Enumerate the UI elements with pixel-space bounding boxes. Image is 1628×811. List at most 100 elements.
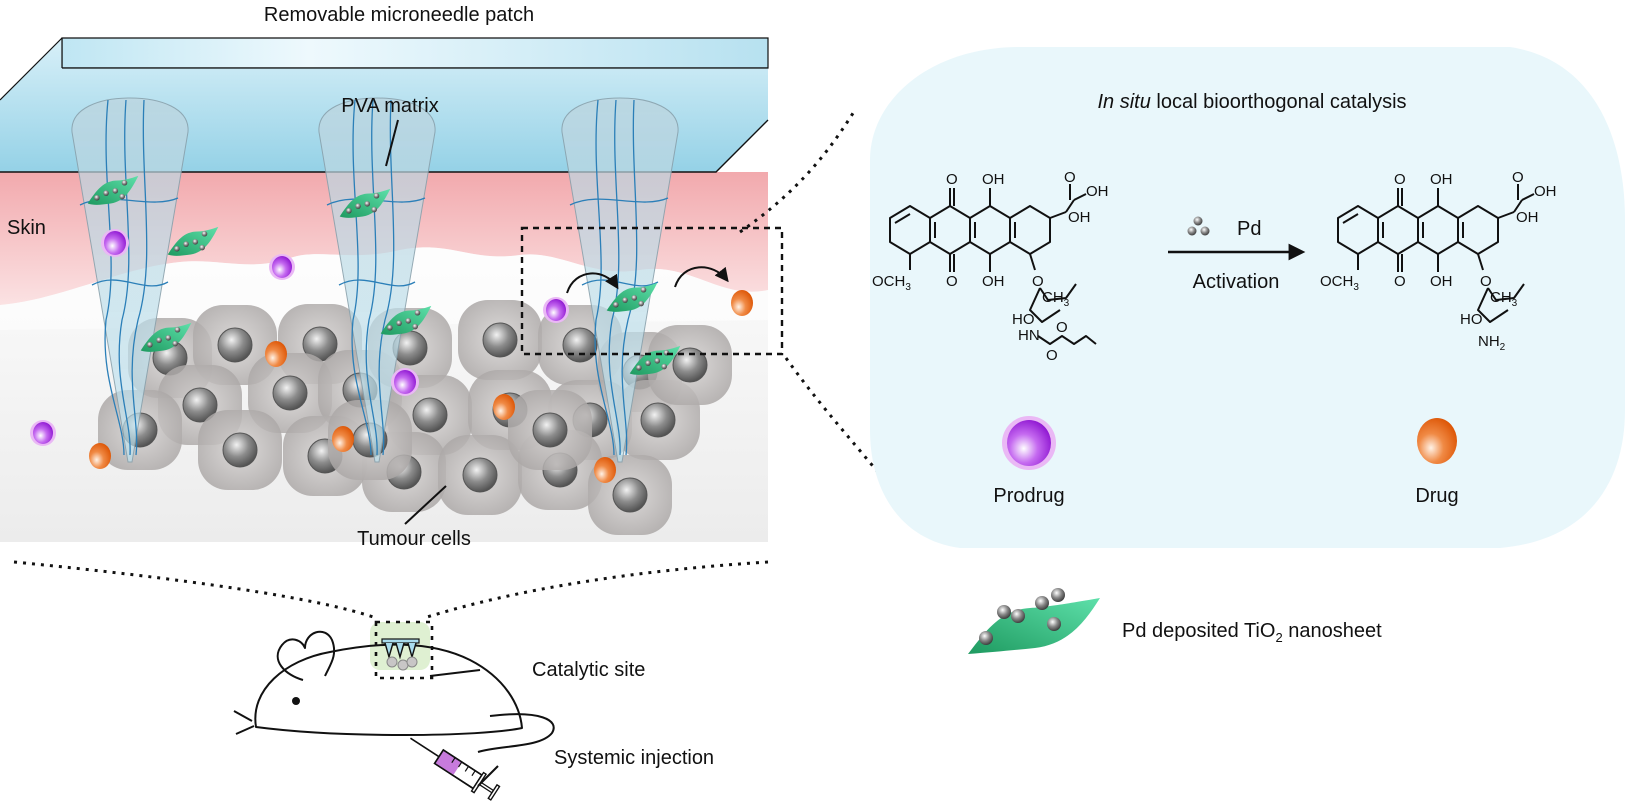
chem-bond xyxy=(1039,283,1077,301)
polymer-chain xyxy=(351,99,372,456)
drug-particle xyxy=(731,290,753,316)
drug-legend-icon xyxy=(1417,418,1457,464)
cell-nucleus xyxy=(182,387,218,423)
chem-bond xyxy=(1049,211,1067,219)
catalytic-site-box xyxy=(374,620,434,680)
chem-atom-label: HO xyxy=(1012,311,1035,328)
nanosheet-legend-icon xyxy=(968,588,1100,654)
chem-bond xyxy=(1487,283,1525,301)
nanosheet-icon xyxy=(606,282,658,312)
chem-atom-label: OCH3 xyxy=(872,273,911,293)
chem-bond xyxy=(894,213,911,224)
chem-bond xyxy=(969,205,1011,255)
pd-particle xyxy=(1047,617,1061,631)
panel-title: In situ local bioorthogonal catalysis xyxy=(1097,91,1406,113)
chem-atom-label: OH xyxy=(982,171,1005,188)
tumour-leader-line xyxy=(404,485,447,525)
polymer-chain xyxy=(118,99,131,456)
pd-particle xyxy=(997,605,1011,619)
chem-atom-label: O xyxy=(946,273,958,290)
chem-atom-label: HN xyxy=(1018,327,1040,344)
chem-bond xyxy=(1377,205,1419,255)
cell-nucleus xyxy=(272,375,308,411)
chem-atom-label: OCH3 xyxy=(1320,273,1359,293)
tumour-cell xyxy=(648,325,732,405)
microneedle xyxy=(561,97,679,463)
prodrug-legend-icon xyxy=(1007,420,1051,466)
drug-label: Drug xyxy=(1415,485,1458,507)
injection-leader-line xyxy=(477,765,499,787)
cell-nucleus xyxy=(412,397,448,433)
chem-bond xyxy=(1342,213,1359,224)
cell-nucleus xyxy=(612,477,648,513)
patch-title: Removable microneedle patch xyxy=(264,4,534,26)
nanosheet-icon xyxy=(167,226,219,256)
chem-bond xyxy=(1521,193,1535,201)
chem-atom-label: O xyxy=(1056,319,1068,336)
mouse-ear xyxy=(276,630,336,681)
chem-atom-label: OH xyxy=(982,273,1005,290)
mouse-illustration xyxy=(233,620,555,801)
catalytic-site-label: Catalytic site xyxy=(532,659,645,681)
tumour-cell xyxy=(508,390,592,470)
polymer-chain xyxy=(365,99,378,456)
catalyst-label: Pd xyxy=(1237,218,1261,240)
cell-nucleus xyxy=(462,457,498,493)
pd-catalyst-icon xyxy=(1187,216,1210,236)
cell-nucleus xyxy=(217,327,253,363)
chem-atom-label: HO xyxy=(1460,311,1483,328)
chem-atom-label: O xyxy=(1512,169,1524,186)
chem-bond xyxy=(1477,287,1509,323)
syringe-icon xyxy=(410,737,501,801)
chem-bond xyxy=(1457,205,1499,255)
chem-atom-label: OH xyxy=(1086,183,1109,200)
chem-atom-label: CH3 xyxy=(1042,289,1070,309)
chem-bond xyxy=(1029,287,1061,323)
mouse-eye xyxy=(292,697,300,705)
nanosheet-icon xyxy=(380,305,432,335)
cell-nucleus xyxy=(482,322,518,358)
cell-nucleus xyxy=(672,347,708,383)
drug-particle xyxy=(332,426,354,452)
prodrug-particle xyxy=(101,229,129,257)
chem-bond xyxy=(1065,199,1075,213)
nanosheet-icon xyxy=(87,175,139,205)
chem-atom-label: NH2 xyxy=(1478,333,1506,353)
tumour-cells-label: Tumour cells xyxy=(357,528,471,550)
chem-atom-label: OH xyxy=(1534,183,1557,200)
pva-leader-line xyxy=(385,119,399,167)
cell-nucleus xyxy=(532,412,568,448)
chem-atom-label: OH xyxy=(1068,209,1091,226)
pd-particle xyxy=(979,631,993,645)
prodrug-particle xyxy=(30,420,56,446)
drug-particle xyxy=(493,394,515,420)
tumour-cell xyxy=(198,410,282,490)
prodrug-particle xyxy=(269,254,295,280)
polymer-chain xyxy=(104,99,125,456)
mouse-whiskers xyxy=(233,710,255,735)
cell-nucleus xyxy=(562,327,598,363)
particles xyxy=(30,175,753,483)
chem-atom-label: O xyxy=(1046,347,1058,364)
prodrug-particle xyxy=(391,368,419,396)
drug-particle xyxy=(89,443,111,469)
cell-nucleus xyxy=(222,432,258,468)
chem-atom-label: OH xyxy=(1516,209,1539,226)
chem-atom-label: O xyxy=(1032,273,1044,290)
arrow-label: Activation xyxy=(1193,271,1280,293)
prodrug-label: Prodrug xyxy=(993,485,1064,507)
polymer-chain xyxy=(378,99,395,456)
patch-top-face xyxy=(61,37,769,69)
chem-bond xyxy=(929,205,971,255)
skin-label: Skin xyxy=(7,217,46,239)
cell-nucleus xyxy=(640,402,676,438)
chem-bond xyxy=(1009,205,1051,255)
drug-particle xyxy=(265,341,287,367)
mouse-tail xyxy=(477,713,555,753)
chem-atom-label: OH xyxy=(1430,171,1453,188)
polymer-chain xyxy=(131,99,148,456)
chem-atom-label: O xyxy=(1394,273,1406,290)
